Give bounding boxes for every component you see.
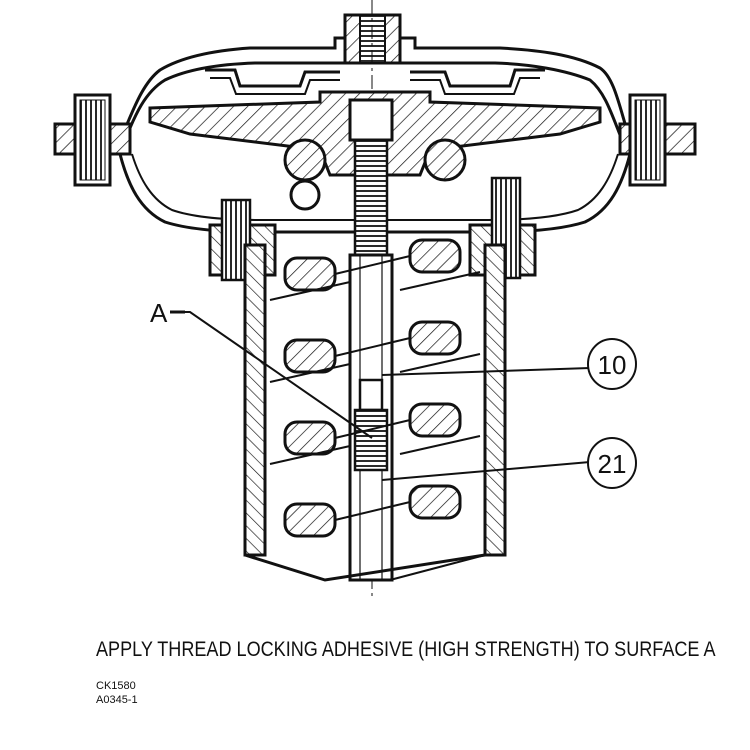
callout-10-balloon: 10 [587,338,637,390]
yoke-housing [208,176,537,582]
spring-cup [205,68,545,95]
casing-flange [53,93,697,187]
drawing-code-2: A0345-1 [96,694,138,706]
diaphragm-rolls [283,138,467,211]
callout-21-balloon: 21 [587,437,637,489]
callout-a-label: A [150,298,168,328]
callout-21-label: 21 [598,449,627,479]
drawing-code-1: CK1580 [96,680,136,692]
callout-10-label: 10 [598,350,627,380]
spring-coils [269,238,481,538]
actuator-stem [348,98,394,582]
instruction-caption: APPLY THREAD LOCKING ADHESIVE (HIGH STRE… [96,638,716,661]
